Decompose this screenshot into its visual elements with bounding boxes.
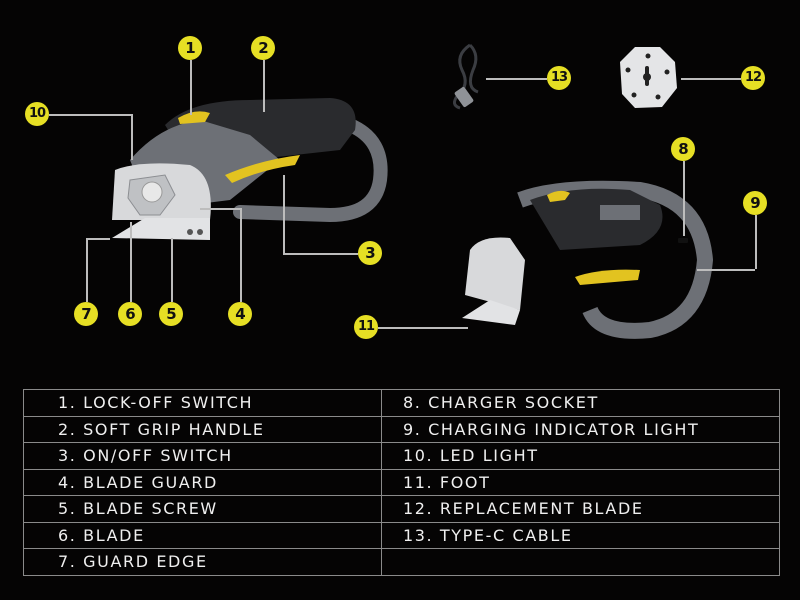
legend-cell: 9. CHARGING INDICATOR LIGHT: [381, 415, 780, 443]
legend-row: 5. BLADE SCREW 12. REPLACEMENT BLADE: [23, 495, 780, 523]
leader-line-10b: [131, 114, 133, 160]
callout-3: 3: [358, 241, 382, 265]
legend-label-3: 3. ON/OFF SWITCH: [58, 446, 233, 466]
tool-illustrations: [112, 43, 714, 339]
legend-cell: 7. GUARD EDGE: [23, 548, 382, 576]
legend-cell-empty: [381, 548, 780, 576]
replacement-blade: [620, 47, 677, 108]
legend-label-9: 9. CHARGING INDICATOR LIGHT: [403, 419, 700, 439]
legend-row: 7. GUARD EDGE: [23, 548, 780, 576]
legend-cell: 3. ON/OFF SWITCH: [23, 442, 382, 470]
leader-line-3b: [283, 253, 358, 255]
callout-5: 5: [159, 302, 183, 326]
leader-line-6: [130, 222, 132, 302]
legend-cell: 13. TYPE-C CABLE: [381, 521, 780, 549]
leader-line-7: [86, 238, 88, 302]
legend-cell: 8. CHARGER SOCKET: [381, 389, 780, 417]
leader-line-9: [755, 215, 757, 269]
callout-8: 8: [671, 137, 695, 161]
legend-label-5: 5. BLADE SCREW: [58, 499, 218, 519]
leader-line-1: [190, 60, 192, 115]
legend-row: 6. BLADE 13. TYPE-C CABLE: [23, 521, 780, 549]
leader-line-7b: [86, 238, 110, 240]
leader-line-12: [681, 78, 741, 80]
legend-cell: 5. BLADE SCREW: [23, 495, 382, 523]
legend-row: 4. BLADE GUARD 11. FOOT: [23, 468, 780, 496]
parts-legend-table: 1. LOCK-OFF SWITCH 8. CHARGER SOCKET 2. …: [23, 389, 780, 576]
leader-line-3: [283, 175, 285, 253]
callout-2: 2: [251, 36, 275, 60]
legend-label-12: 12. REPLACEMENT BLADE: [403, 499, 644, 519]
legend-cell: 2. SOFT GRIP HANDLE: [23, 415, 382, 443]
callout-11: 11: [354, 315, 378, 339]
legend-cell: 10. LED LIGHT: [381, 442, 780, 470]
legend-label-6: 6. BLADE: [58, 525, 145, 545]
legend-label-8: 8. CHARGER SOCKET: [403, 393, 599, 413]
callout-9: 9: [743, 191, 767, 215]
legend-cell: 6. BLADE: [23, 521, 382, 549]
leader-line-10: [49, 114, 131, 116]
callout-10: 10: [25, 102, 49, 126]
leader-line-9b: [697, 269, 755, 271]
legend-label-7: 7. GUARD EDGE: [58, 552, 208, 572]
legend-cell: 1. LOCK-OFF SWITCH: [23, 389, 382, 417]
callout-6: 6: [118, 302, 142, 326]
legend-row: 2. SOFT GRIP HANDLE 9. CHARGING INDICATO…: [23, 415, 780, 443]
legend-row: 3. ON/OFF SWITCH 10. LED LIGHT: [23, 442, 780, 470]
legend-label-11: 11. FOOT: [403, 472, 491, 492]
leader-line-4b: [200, 208, 240, 210]
callout-1: 1: [178, 36, 202, 60]
legend-cell: 4. BLADE GUARD: [23, 468, 382, 496]
callout-13: 13: [547, 66, 571, 90]
callout-4: 4: [228, 302, 252, 326]
type-c-cable: [453, 43, 479, 110]
callout-12: 12: [741, 66, 765, 90]
legend-row: 1. LOCK-OFF SWITCH 8. CHARGER SOCKET: [23, 389, 780, 417]
legend-label-4: 4. BLADE GUARD: [58, 472, 218, 492]
leader-line-4: [240, 208, 242, 302]
legend-label-1: 1. LOCK-OFF SWITCH: [58, 393, 254, 413]
leader-line-8: [683, 161, 685, 236]
legend-label-13: 13. TYPE-C CABLE: [403, 525, 573, 545]
legend-cell: 12. REPLACEMENT BLADE: [381, 495, 780, 523]
callout-7: 7: [74, 302, 98, 326]
leader-line-13: [486, 78, 547, 80]
product-diagram: 1 2 3 4 5 6 7 8 9 10 11 12 13: [25, 36, 767, 339]
legend-cell: 11. FOOT: [381, 468, 780, 496]
leader-line-2: [263, 60, 265, 112]
electric-scissors-side-view: [112, 98, 388, 240]
electric-scissors-rear-view: [462, 180, 714, 339]
leader-line-5: [171, 238, 173, 302]
legend-label-10: 10. LED LIGHT: [403, 446, 539, 466]
leader-line-11: [378, 327, 468, 329]
legend-label-2: 2. SOFT GRIP HANDLE: [58, 419, 265, 439]
